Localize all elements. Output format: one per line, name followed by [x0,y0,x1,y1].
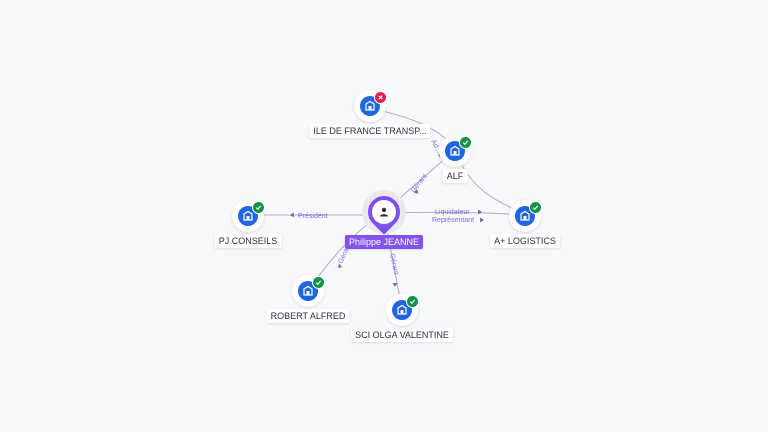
status-active-icon [459,136,472,149]
arrow-aplus-1 [478,209,482,215]
edge-label-liquidateur: Liquidateur [435,209,470,216]
person-icon [372,200,396,224]
edge-label-president: Président [298,213,328,220]
arrow-alf [414,189,419,194]
arrow-robert [338,263,342,268]
status-active-icon [312,276,325,289]
node-label: PJ CONSEILS [214,234,282,248]
center-label: Philippe JEANNE [344,235,424,249]
status-inactive-icon [374,91,387,104]
arrow-pj [290,212,294,218]
edge-label-representant: Représentant [432,217,474,224]
node-label: ROBERT ALFRED [266,309,350,323]
node-label: ILE DE FRANCE TRANSP... [309,124,431,138]
edge-label-gerant-sci: Gérant [388,253,399,275]
edge-label-gerant-alf: Gérant [410,173,429,194]
status-active-icon [252,201,265,214]
arrow-sci [392,283,398,287]
status-active-icon [406,295,419,308]
node-label: A+ LOGISTICS [490,234,560,248]
arrow-aplus-2 [480,217,484,223]
node-label: SCI OLGA VALENTINE [351,328,453,342]
node-label: ALF [442,169,468,183]
status-active-icon [529,201,542,214]
